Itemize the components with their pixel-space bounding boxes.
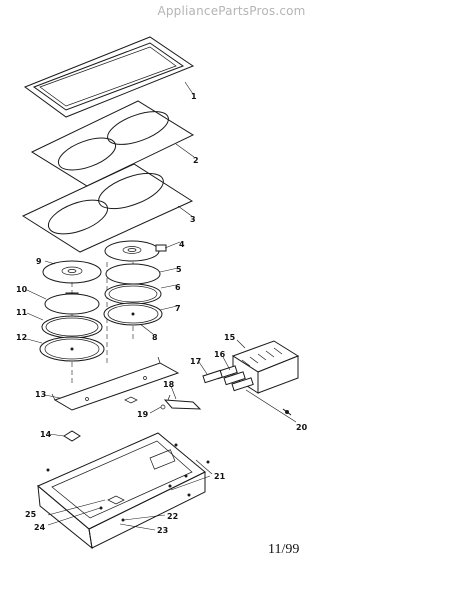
part-14-clip: [63, 430, 81, 442]
callout-24: 24: [34, 523, 46, 532]
leader-lines: [26, 81, 297, 531]
callout-10: 10: [16, 285, 28, 294]
part-15-terminal-block: [231, 340, 300, 394]
part-2-cooktop-glass: [30, 100, 195, 187]
callout-4: 4: [179, 240, 185, 249]
callout-21: 21: [214, 472, 226, 481]
callout-2: 2: [193, 156, 199, 165]
part-1-frame: [23, 36, 195, 118]
bottom-pan: [37, 432, 210, 550]
date-code: 11/99: [268, 542, 300, 557]
callout-8: 8: [152, 333, 158, 342]
callout-22: 22: [167, 512, 178, 521]
callout-numbers: 1 2 3 4 5 6 7 8 9 10 11 12 13 14 15 16 1…: [16, 92, 308, 535]
callout-1: 1: [191, 92, 197, 101]
callout-16: 16: [214, 350, 226, 359]
callout-6: 6: [175, 283, 181, 292]
callout-20: 20: [296, 423, 308, 432]
left-burner-assembly: [39, 260, 105, 385]
part-19-screw: [160, 404, 166, 410]
part-20-screw: [282, 408, 292, 416]
callout-17: 17: [190, 357, 201, 366]
right-burner-assembly: [103, 240, 167, 365]
callout-3: 3: [190, 215, 196, 224]
callout-12: 12: [16, 333, 27, 342]
part-18-bracket: [163, 394, 202, 410]
part-17-connector: [202, 369, 223, 384]
callout-11: 11: [16, 308, 28, 317]
callout-25: 25: [25, 510, 37, 519]
watermark: AppliancePartsPros.com: [157, 4, 306, 18]
part-16-connectors: [215, 365, 254, 392]
callout-14: 14: [40, 430, 52, 439]
part-13-bracket: [51, 356, 180, 411]
callout-18: 18: [163, 380, 175, 389]
callout-23: 23: [157, 526, 168, 535]
callout-19: 19: [137, 410, 149, 419]
part-3-cooktop: [21, 163, 194, 253]
callout-13: 13: [35, 390, 46, 399]
callout-7: 7: [175, 304, 181, 313]
callout-15: 15: [224, 333, 236, 342]
callout-9: 9: [36, 257, 42, 266]
callout-5: 5: [176, 265, 182, 274]
